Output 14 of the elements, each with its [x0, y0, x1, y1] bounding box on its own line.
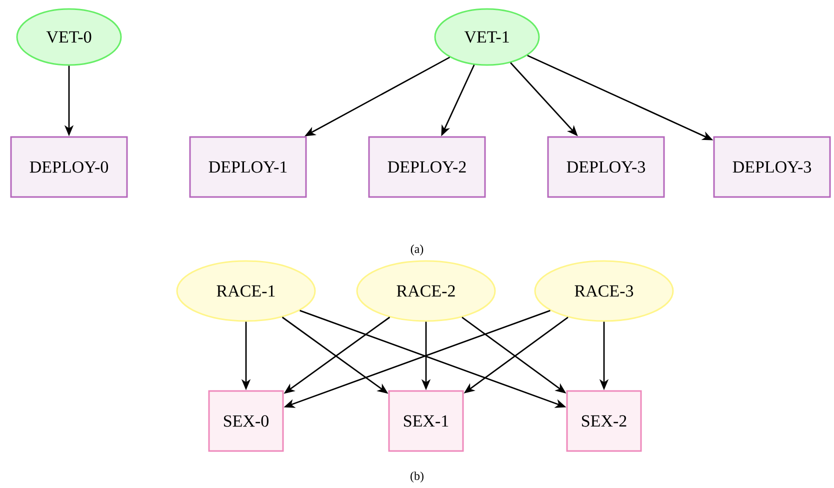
- caption: (b): [410, 472, 424, 482]
- ellipse-node: RACE-2: [356, 260, 496, 322]
- ellipse-node: RACE-3: [534, 260, 674, 322]
- ellipse-node: VET-1: [434, 8, 540, 66]
- rectangle-node: DEPLOY-2: [368, 136, 486, 198]
- rectangle-node: SEX-0: [208, 390, 284, 452]
- ellipse-node: RACE-1: [176, 260, 316, 322]
- ellipse-node: VET-0: [16, 8, 122, 66]
- rectangle-node: SEX-1: [388, 390, 464, 452]
- rectangle-node: DEPLOY-1: [189, 136, 307, 198]
- rectangle-node: DEPLOY-3: [713, 136, 831, 198]
- rectangle-node: DEPLOY-0: [10, 136, 128, 198]
- rectangle-node: SEX-2: [566, 390, 642, 452]
- rectangle-node: DEPLOY-3: [547, 136, 665, 198]
